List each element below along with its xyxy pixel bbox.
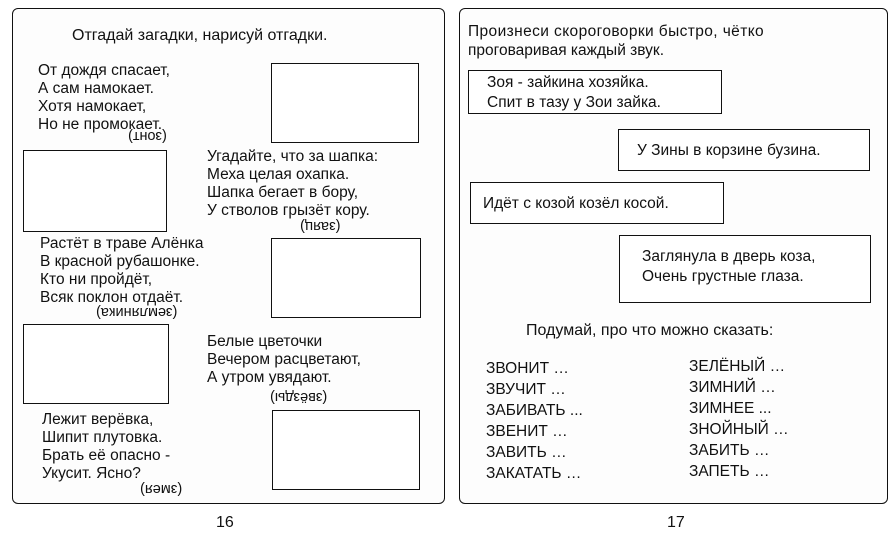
word-item: ЗЕЛЁНЫЙ … (689, 358, 786, 375)
riddle-3-text: Растёт в траве Алёнка В красной рубашонк… (40, 235, 204, 307)
riddle-line: Хотя намокает, (38, 98, 147, 115)
tongue-twister-1-box: Зоя - зайкина хозяйка. Спит в тазу у Зои… (468, 70, 722, 114)
word-item: ЗАВИТЬ … (486, 444, 567, 461)
riddle-line: Брать её опасно - (42, 447, 171, 464)
word-item: ЗВОНИТ … (486, 360, 569, 377)
tongue-twister-2-box: У Зины в корзине бузина. (618, 129, 870, 171)
tongue-twister-line: Идёт с козой козёл косой. (483, 195, 669, 212)
word-item: ЗАБИТЬ … (689, 442, 770, 459)
riddle-line: А сам намокает. (38, 80, 154, 97)
left-page-title: Отгадай загадки, нарисуй отгадки. (72, 27, 328, 44)
word-item: ЗВЕНИТ … (486, 423, 568, 440)
riddle-5-drawing-box[interactable] (272, 410, 420, 490)
riddle-line: В красной рубашонке. (40, 253, 200, 270)
word-item: ЗНОЙНЫЙ … (689, 421, 789, 438)
riddle-4-drawing-box[interactable] (23, 324, 169, 404)
instruction-line: Произнеси скороговорки быстро, чётко (468, 23, 765, 40)
word-item: ЗИМНИЙ … (689, 379, 776, 396)
tongue-twister-line: Заглянула в дверь коза, (642, 248, 816, 265)
word-item: ЗАКАТАТЬ … (486, 465, 582, 482)
riddle-line: Меха целая охапка. (207, 166, 350, 183)
riddle-5-text: Лежит верёвка, Шипит плутовка. Брать её … (42, 411, 170, 483)
word-list-left: ЗВОНИТ … ЗВУЧИТ … ЗАБИВАТЬ ... ЗВЕНИТ … … (486, 358, 583, 484)
word-item: ЗИМНЕЕ ... (689, 400, 772, 417)
tongue-twister-3-box: Идёт с козой козёл косой. (470, 182, 724, 224)
right-page-instruction: Произнеси скороговорки быстро, чётко про… (468, 22, 872, 60)
instruction-line: проговаривая каждый звук. (468, 42, 665, 59)
riddle-2-text: Угадайте, что за шапка: Меха целая охапк… (207, 148, 378, 220)
page-number-right: 17 (667, 514, 685, 531)
word-item: ЗАПЕТЬ … (689, 463, 770, 480)
riddle-1-drawing-box[interactable] (271, 63, 419, 143)
word-item: ЗВУЧИТ … (486, 381, 566, 398)
word-list-right: ЗЕЛЁНЫЙ … ЗИМНИЙ … ЗИМНЕЕ ... ЗНОЙНЫЙ … … (689, 356, 789, 482)
riddle-line: Всяк поклон отдаёт. (40, 289, 184, 306)
riddle-1-text: От дождя спасает, А сам намокает. Хотя н… (38, 62, 170, 134)
riddle-4-answer: (звёзды) (270, 389, 328, 405)
riddle-line: Но не промокает. (38, 116, 163, 133)
tongue-twister-line: Спит в тазу у Зои зайка. (487, 94, 661, 111)
riddle-3-answer: (земляника) (96, 304, 178, 320)
riddle-line: Шапка бегает в бору, (207, 184, 359, 201)
riddle-line: Белые цветочки (207, 333, 323, 350)
page-number-left: 16 (216, 514, 234, 531)
tongue-twister-line: Зоя - зайкина хозяйка. (487, 74, 649, 91)
riddle-4-text: Белые цветочки Вечером расцветают, А утр… (207, 333, 361, 387)
tongue-twister-4-box: Заглянула в дверь коза, Очень грустные г… (619, 235, 871, 303)
riddle-line: От дождя спасает, (38, 62, 170, 79)
tongue-twister-line: Очень грустные глаза. (642, 268, 804, 285)
tongue-twister-line: У Зины в корзине бузина. (637, 142, 821, 159)
riddle-line: Шипит плутовка. (42, 429, 163, 446)
riddle-line: У стволов грызёт кору. (207, 202, 370, 219)
riddle-line: Кто ни пройдёт, (40, 271, 153, 288)
riddle-2-drawing-box[interactable] (23, 150, 167, 232)
think-prompt: Подумай, про что можно сказать: (526, 322, 774, 339)
riddle-1-answer: (зонт) (128, 128, 167, 144)
riddle-line: А утром увядают. (207, 369, 332, 386)
word-item: ЗАБИВАТЬ ... (486, 402, 583, 419)
riddle-line: Растёт в траве Алёнка (40, 235, 204, 252)
riddle-line: Лежит верёвка, (42, 411, 154, 428)
riddle-3-drawing-box[interactable] (271, 238, 421, 318)
riddle-line: Вечером расцветают, (207, 351, 361, 368)
riddle-2-answer: (заяц) (300, 218, 341, 234)
riddle-line: Угадайте, что за шапка: (207, 148, 379, 165)
riddle-5-answer: (змея) (140, 481, 183, 497)
riddle-line: Укусит. Ясно? (42, 465, 141, 482)
